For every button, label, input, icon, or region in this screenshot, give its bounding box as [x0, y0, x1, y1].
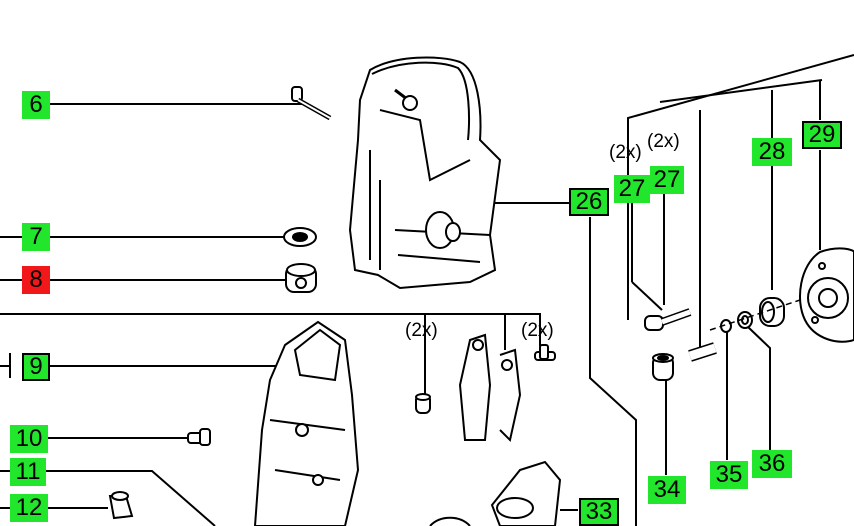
- quantity-label-left: (2x): [405, 320, 438, 341]
- callout-36[interactable]: 36: [752, 450, 792, 478]
- callout-27b[interactable]: 27: [650, 166, 684, 194]
- part-10-screw: [187, 428, 211, 446]
- leader-36: [747, 326, 771, 450]
- quantity-label-27a: (2x): [609, 142, 642, 163]
- part-34-sleeve: [652, 353, 674, 381]
- leader-bracket-top: [659, 79, 823, 103]
- callout-28[interactable]: 28: [752, 138, 792, 166]
- callout-9[interactable]: 9: [22, 353, 50, 381]
- part-12-clip: [108, 491, 134, 520]
- part-small-screw-right: [534, 344, 556, 361]
- part-9-housing: [253, 320, 360, 526]
- callout-7[interactable]: 7: [22, 223, 50, 251]
- callout-27a[interactable]: 27: [614, 175, 650, 203]
- callout-34[interactable]: 34: [648, 476, 686, 504]
- leader-bracket-27: [627, 54, 854, 320]
- part-6-pin: [291, 86, 332, 121]
- callout-29[interactable]: 29: [802, 121, 842, 149]
- axis-dash: [709, 299, 801, 331]
- part-sleeve-left: [415, 393, 431, 414]
- leader-9: [0, 353, 11, 378]
- callout-26[interactable]: 26: [569, 188, 609, 216]
- part-27-screw: [644, 308, 692, 331]
- callout-10[interactable]: 10: [10, 425, 48, 453]
- leader-26-down: [589, 217, 637, 526]
- quantity-label-right: (2x): [521, 320, 554, 341]
- part-7-washer: [283, 227, 317, 247]
- part-33: [429, 460, 562, 526]
- callout-33[interactable]: 33: [579, 498, 619, 526]
- part-28-sleeve: [759, 297, 785, 327]
- part-29-flange: [799, 247, 854, 343]
- leader-27a-b: [631, 281, 663, 311]
- quantity-label-27b: (2x): [647, 131, 680, 152]
- part-36-washer: [737, 311, 753, 329]
- part-spring-bracket: [458, 333, 522, 442]
- part-8-nut: [285, 263, 317, 293]
- part-pin-middle: [688, 342, 717, 362]
- callout-6[interactable]: 6: [22, 91, 50, 119]
- leader-11: [46, 470, 216, 526]
- callout-11[interactable]: 11: [10, 458, 46, 486]
- part-26-housing: [348, 56, 502, 290]
- callout-12[interactable]: 12: [10, 494, 48, 522]
- callout-35[interactable]: 35: [710, 461, 748, 489]
- callout-8[interactable]: 8: [22, 266, 50, 294]
- leader-bracket-9: [0, 313, 541, 346]
